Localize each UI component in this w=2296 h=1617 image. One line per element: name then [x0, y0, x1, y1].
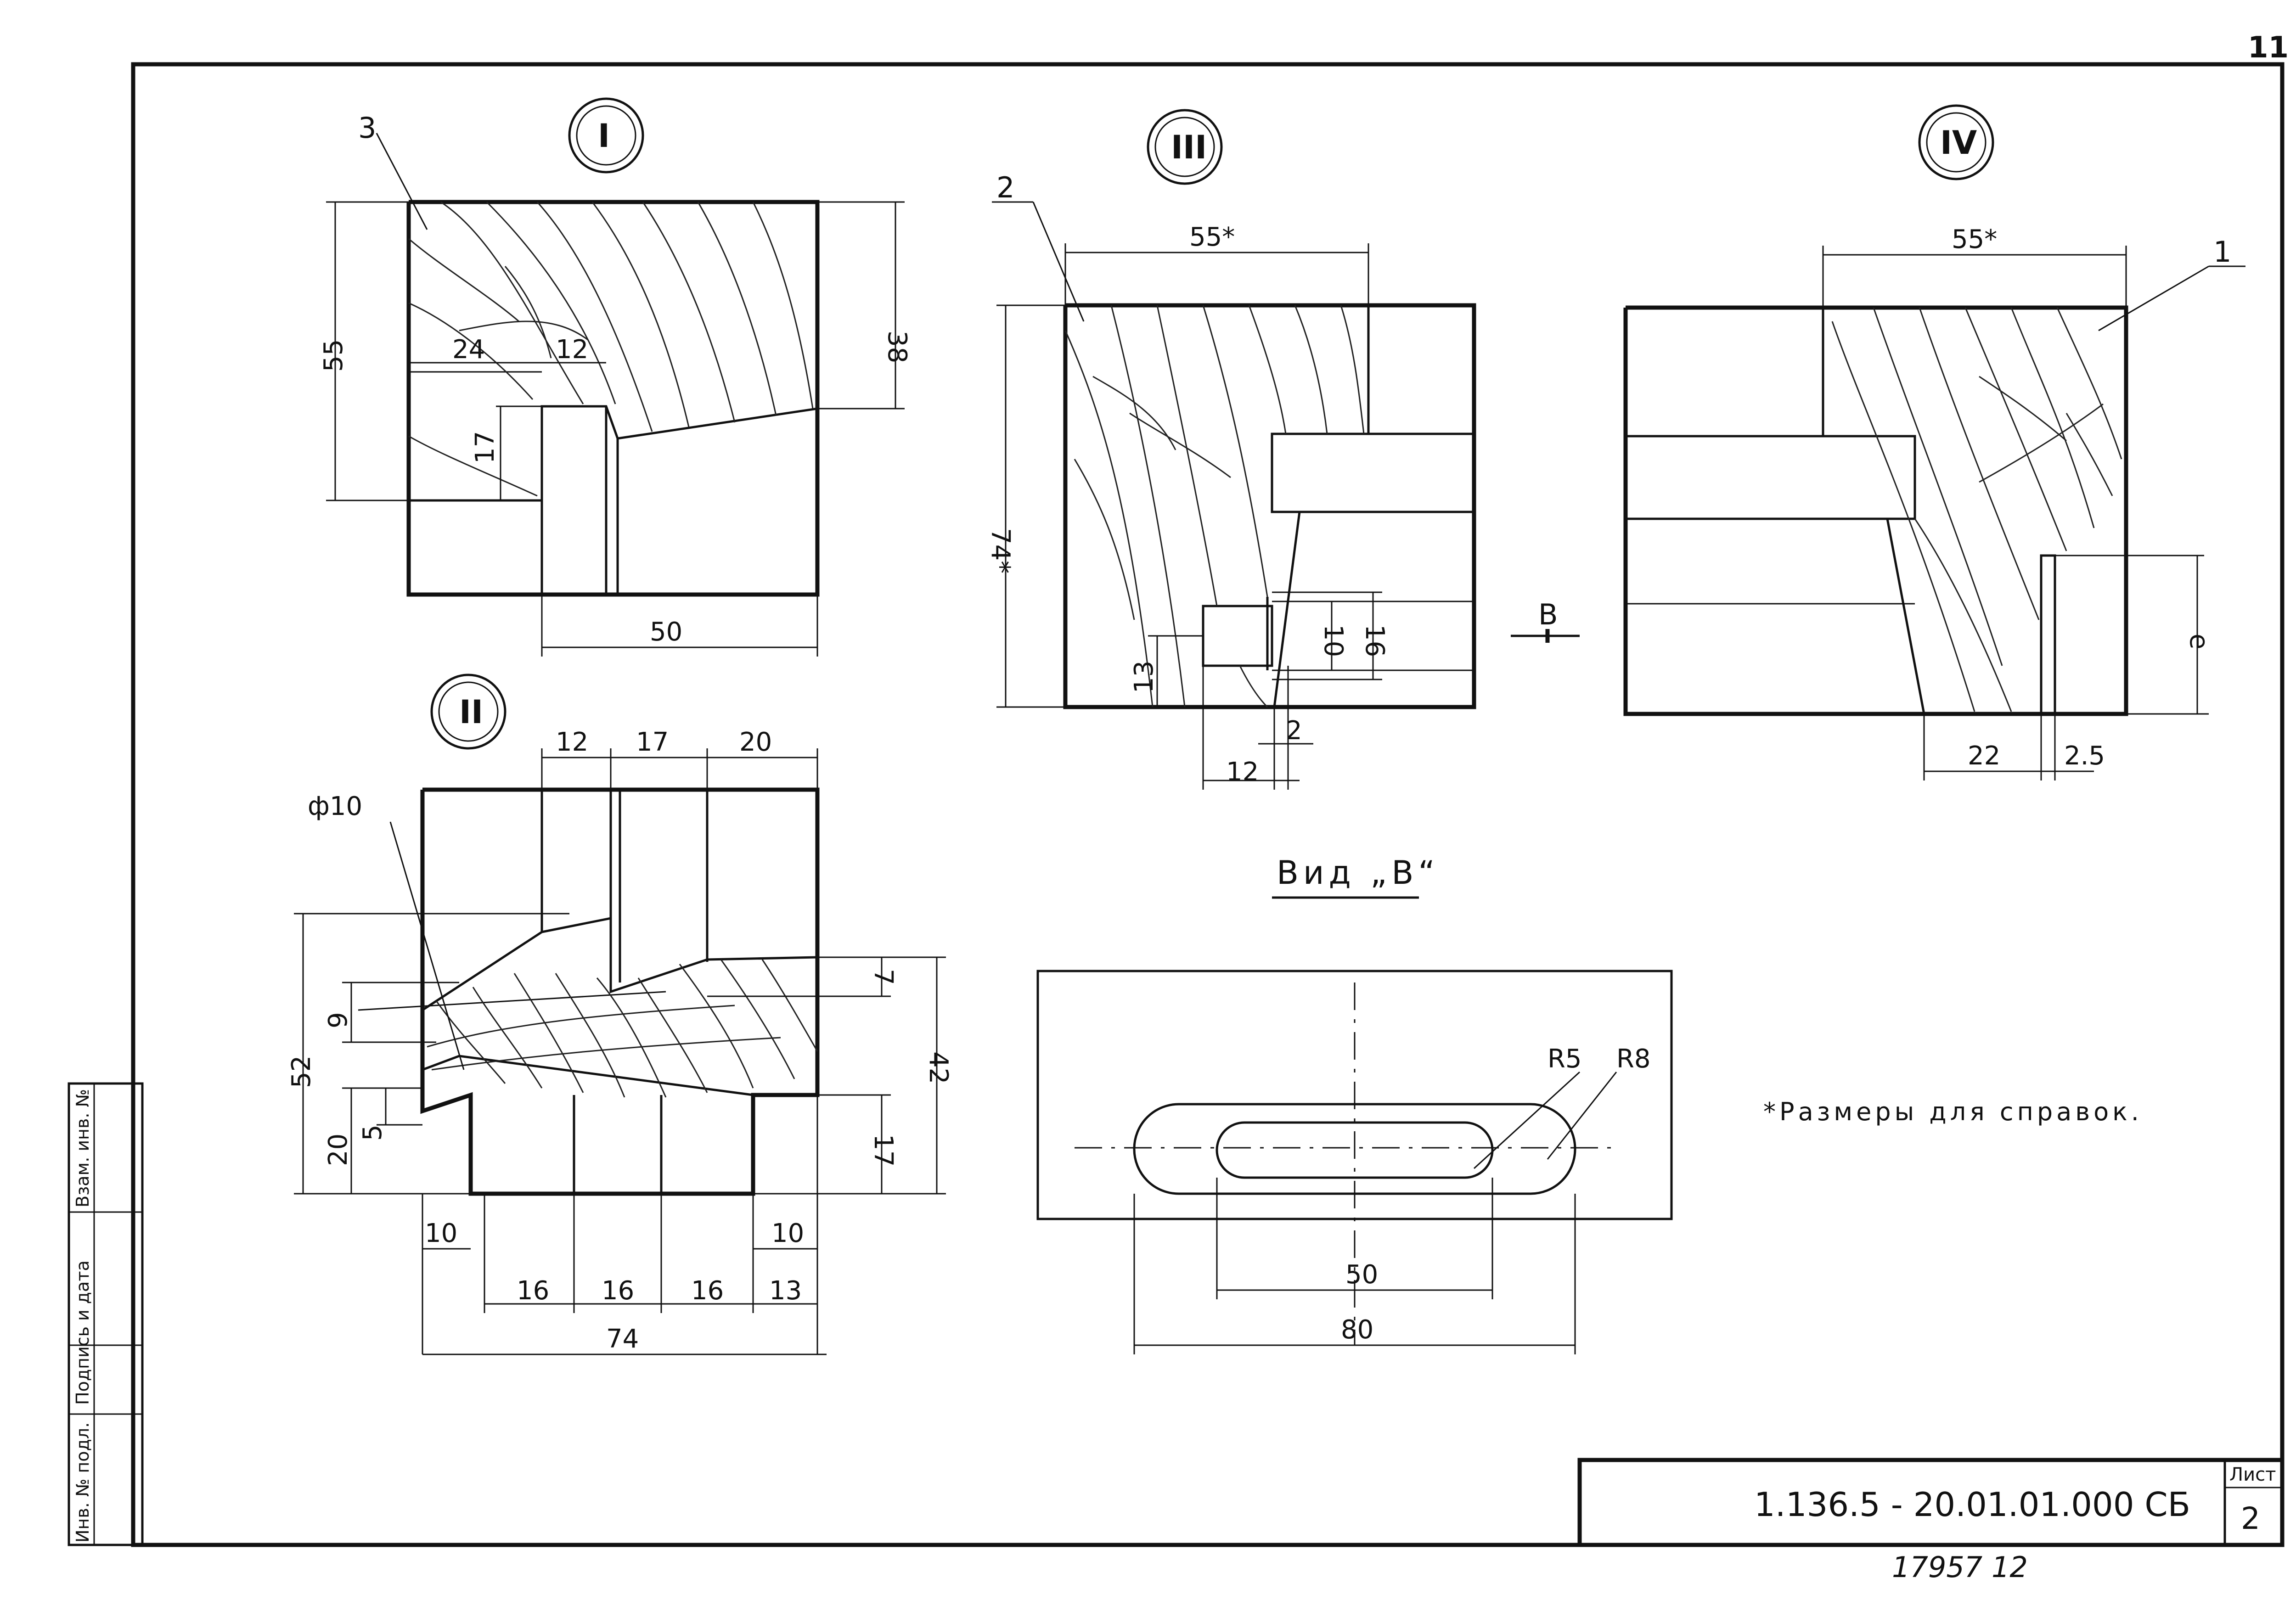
view-III-dim-74: 74*: [985, 528, 1015, 573]
view-II-dim-13: 13: [769, 1276, 802, 1306]
view-B-r5: R5: [1548, 1044, 1582, 1074]
view-II-dim-17: 17: [636, 727, 669, 757]
archive-number: 17957 12: [1892, 1550, 2028, 1584]
view-IV-dim-e: е: [2184, 634, 2214, 649]
view-II: II ф10 12 17 20: [287, 674, 953, 1355]
page-corner-number: 11: [2248, 31, 2289, 65]
view-IV-dim-55: 55*: [1952, 225, 1997, 254]
view-II-dim-9: 9: [323, 1012, 353, 1028]
view-IV-part-label: 1: [2213, 235, 2231, 269]
view-IV-roman: IV: [1940, 124, 1977, 162]
reference-note: *Размеры для справок.: [1763, 1097, 2143, 1126]
view-II-dim-10a: 10: [425, 1218, 457, 1248]
view-II-dim-16a: 16: [517, 1276, 549, 1306]
sheet-frame: [131, 62, 2285, 1547]
title-block: [1577, 1458, 2285, 1547]
view-I-dim-55: 55: [319, 339, 349, 372]
stamp-vzam-inv: Взам. инв. №: [73, 1089, 93, 1207]
view-II-dim-16c: 16: [691, 1276, 724, 1306]
view-III-dim-16: 16: [1360, 624, 1390, 657]
view-I-dim-24: 24: [452, 335, 485, 365]
view-II-dim-10b: 10: [771, 1218, 804, 1248]
stamp-strip: Инв. № подл. Подпись и дата Взам. инв. №: [68, 1082, 144, 1546]
stamp-inv-podl: Инв. № подл.: [73, 1422, 93, 1543]
view-III-dim-10: 10: [1318, 624, 1348, 657]
doc-number: 1.136.5 - 20.01.01.000 СБ: [1754, 1485, 2190, 1524]
view-III-dim-2: 2: [1286, 716, 1302, 746]
view-I-part-label: 3: [358, 111, 376, 145]
view-II-roman: II: [459, 693, 483, 731]
view-I-dim-50: 50: [650, 617, 682, 647]
view-IV-dim-2.5: 2.5: [2064, 741, 2105, 771]
view-IV-dim-22: 22: [1968, 741, 2000, 771]
view-II-dim-74: 74: [606, 1324, 639, 1354]
view-I-dim-12: 12: [556, 335, 588, 365]
view-II-dim-12: 12: [556, 727, 588, 757]
sheet-label: Лист: [2229, 1464, 2276, 1485]
view-B: Вид „В“ R5 R8 50 80: [1036, 854, 1673, 1354]
view-II-dim-52: 52: [287, 1056, 316, 1088]
view-I-dim-17: 17: [470, 431, 500, 464]
view-B-dim-50: 50: [1345, 1260, 1378, 1290]
view-II-dim-5: 5: [358, 1124, 388, 1141]
view-I-dim-38: 38: [882, 331, 912, 363]
view-III-dim-55: 55*: [1189, 222, 1235, 252]
view-B-dim-80: 80: [1341, 1315, 1373, 1345]
sheet-number: 2: [2241, 1501, 2260, 1536]
view-I-roman: I: [598, 117, 610, 155]
view-II-dim-20: 20: [739, 727, 772, 757]
view-II-dim-17b: 17: [868, 1134, 898, 1167]
view-III-roman: III: [1171, 129, 1207, 166]
section-mark-B: В: [1538, 598, 1558, 631]
view-II-dim-16b: 16: [602, 1276, 634, 1306]
view-B-r8: R8: [1616, 1044, 1651, 1074]
view-III-part-label: 2: [996, 171, 1014, 204]
view-I: I 3 55 38 24 12: [319, 97, 912, 657]
view-II-dim-42: 42: [923, 1051, 953, 1084]
view-II-dim-20b: 20: [323, 1134, 353, 1166]
view-IV: IV 1 55* е 22 2.5: [1623, 104, 2245, 780]
view-II-dim-7: 7: [868, 969, 898, 985]
view-II-diameter: ф10: [308, 792, 362, 821]
view-III: III 2 55* 74* 10: [985, 109, 1580, 790]
view-III-dim-12: 12: [1226, 757, 1259, 787]
stamp-podpis-data: Подпись и дата: [73, 1260, 93, 1405]
view-B-title: Вид „В“: [1277, 854, 1440, 892]
view-III-dim-13: 13: [1129, 661, 1159, 693]
